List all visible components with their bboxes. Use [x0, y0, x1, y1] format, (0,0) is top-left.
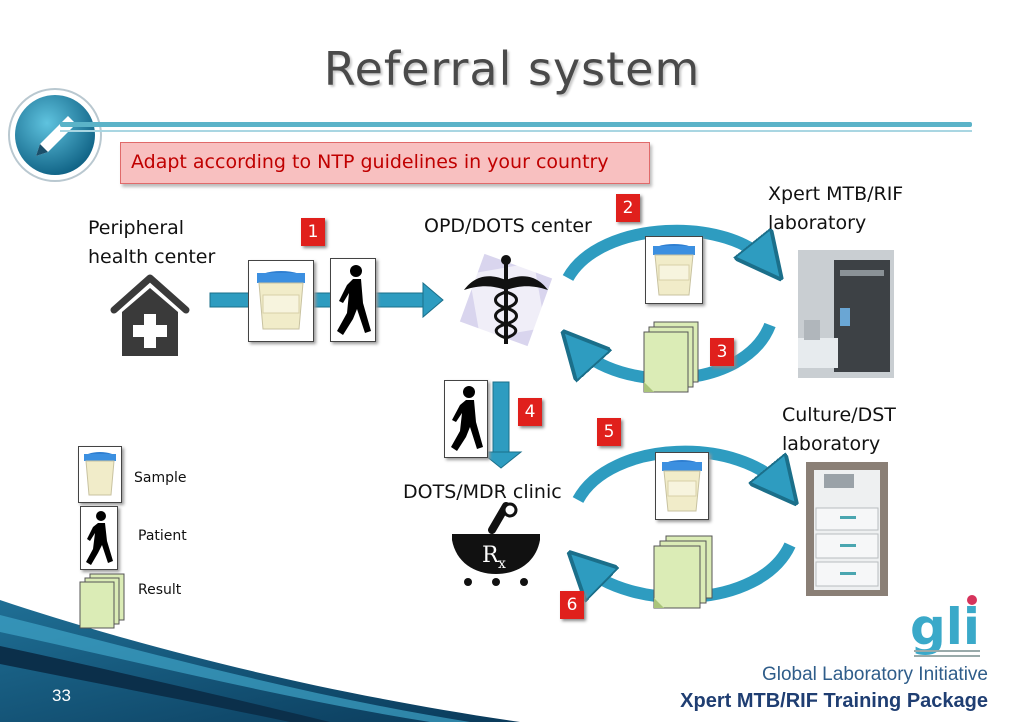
- sample-cup-icon-step2: [645, 236, 703, 304]
- slide-title: Referral system: [323, 42, 701, 96]
- footer-organization: Global Laboratory Initiative: [761, 664, 988, 685]
- adaptation-note-text: Adapt according to NTP guidelines in you…: [131, 151, 609, 173]
- slide-page-number: 33: [52, 686, 71, 705]
- culture-incubator-photo: [806, 462, 888, 596]
- step-badge-5: 5: [597, 418, 621, 446]
- legend-patient-label: Patient: [138, 528, 187, 544]
- patient-walking-icon: [330, 258, 376, 342]
- down-arrow-4: [479, 381, 523, 469]
- step-badge-6: 6: [560, 591, 584, 619]
- legend-sample-label: Sample: [134, 470, 187, 486]
- label-peripheral-health-center: Peripheral health center: [88, 217, 216, 268]
- legend-patient-icon: [80, 506, 118, 570]
- sample-cup-icon-step5: [655, 452, 709, 520]
- title-divider: [60, 122, 972, 127]
- step-badge-2: 2: [616, 194, 640, 222]
- legend-result-icon: [78, 572, 128, 635]
- health-center-icon: [108, 270, 192, 363]
- result-documents-icon-step6: [650, 532, 718, 619]
- step-badge-1: 1: [301, 218, 325, 246]
- svg-text:x: x: [498, 556, 506, 572]
- legend-sample-icon: [78, 446, 122, 503]
- label-culture-dst-laboratory: Culture/DST laboratory: [782, 404, 896, 455]
- curved-arrow-2: [562, 224, 770, 278]
- patient-walking-icon-step4: [444, 380, 488, 458]
- label-xpert-laboratory: Xpert MTB/RIF laboratory: [768, 183, 904, 234]
- adaptation-note: Adapt according to NTP guidelines in you…: [120, 142, 650, 184]
- pencil-badge-icon: [6, 86, 104, 189]
- title-divider-light: [60, 130, 972, 132]
- svg-text:gli: gli: [910, 598, 980, 656]
- label-opd-dots-center: OPD/DOTS center: [424, 215, 592, 237]
- gli-logo: gli: [906, 592, 988, 669]
- caduceus-icon: [452, 246, 562, 361]
- pharmacy-rx-icon: R x: [446, 500, 546, 595]
- step-badge-3: 3: [710, 338, 734, 366]
- sample-cup-icon: [248, 260, 314, 342]
- footer-swoosh: [0, 600, 520, 722]
- xpert-machine-photo: [798, 250, 894, 378]
- legend-result-label: Result: [138, 582, 182, 598]
- referral-arrow-1: [209, 281, 444, 319]
- result-documents-icon-step3: [640, 318, 704, 403]
- svg-text:R: R: [482, 543, 500, 568]
- step-badge-4: 4: [518, 398, 542, 426]
- footer-package-title: Xpert MTB/RIF Training Package: [680, 690, 988, 712]
- label-dots-mdr-clinic: DOTS/MDR clinic: [403, 481, 562, 503]
